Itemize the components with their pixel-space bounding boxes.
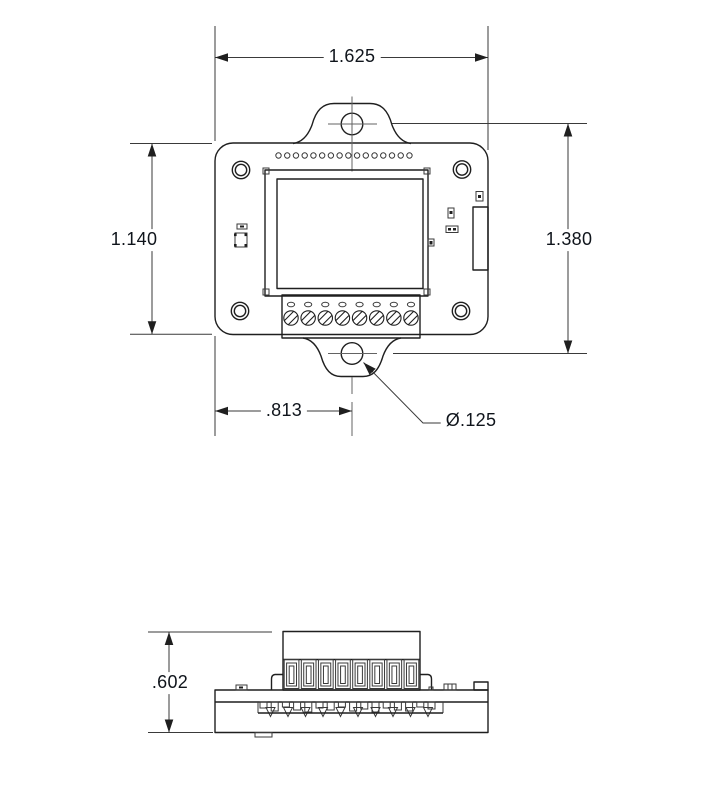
dim-board-height-label: 1.140 bbox=[105, 229, 163, 251]
dim-mount-hole-offset-label: .813 bbox=[260, 400, 308, 422]
dimension-annotations bbox=[130, 26, 587, 733]
dim-mount-hole-diameter-label: Ø.125 bbox=[440, 410, 502, 432]
top-view bbox=[214, 96, 489, 436]
dim-assembly-height-label: .602 bbox=[146, 672, 194, 694]
dim-mount-hole-span-label: 1.380 bbox=[540, 229, 598, 251]
dim-overall-width-label: 1.625 bbox=[323, 46, 381, 68]
side-view bbox=[214, 630, 489, 738]
